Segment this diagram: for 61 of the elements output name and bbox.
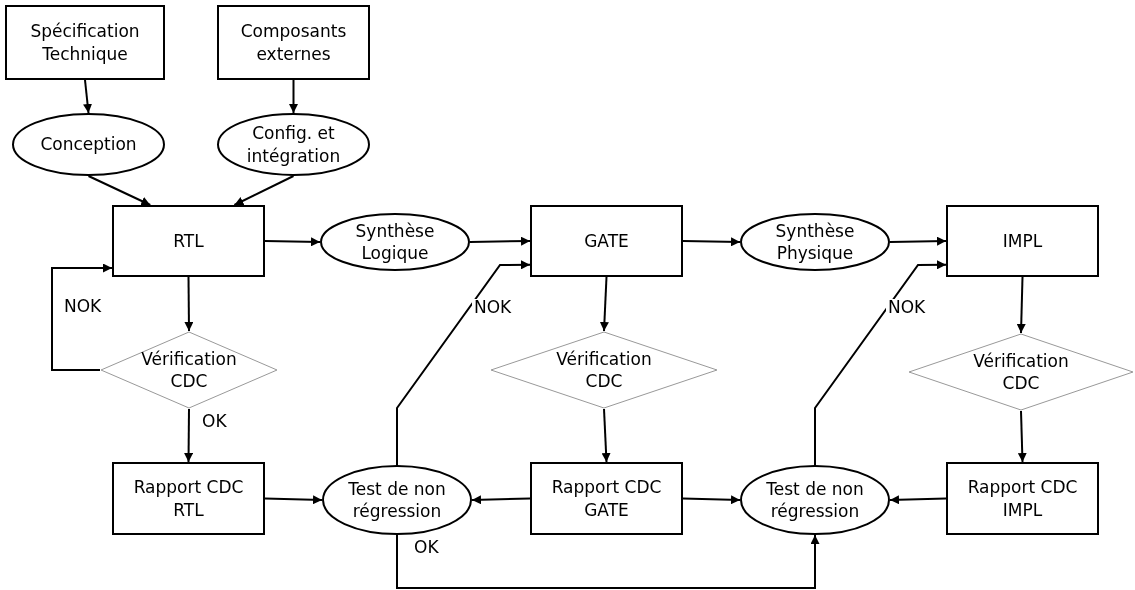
arrow [289,79,298,114]
node-label: Synthèse Logique [354,219,436,265]
arrow [233,175,295,206]
arrow [87,175,152,206]
arrow [264,495,323,505]
arrow [184,408,194,463]
process-ellipse [740,213,890,271]
process-ellipse [740,465,890,535]
node-label: Vérification CDC [140,347,238,393]
process-box [5,5,165,80]
node-label: Vérification CDC [555,347,653,393]
node-label: Test de non régression [765,477,865,523]
arrow [682,495,741,505]
process-box [112,205,265,277]
edge-label: NOK [62,298,104,315]
arrow [264,237,321,247]
process-box [946,205,1099,277]
node-label: Vérification CDC [972,349,1070,395]
process-box [112,462,265,535]
node-label: Rapport CDC IMPL [966,476,1079,521]
node-label: Spécification Technique [29,20,141,65]
edge-label: NOK [886,299,928,316]
decision-diamond [100,331,278,409]
arrow [601,408,611,463]
arrow [469,236,531,246]
node-label: IMPL [1001,229,1044,253]
arrow [599,276,609,332]
arrow [889,236,947,246]
arrow [396,260,531,466]
process-box [946,462,1099,535]
node-label: Conception [39,133,138,156]
process-box [217,5,370,80]
process-ellipse [12,113,165,176]
arrow [1017,410,1027,463]
process-ellipse [217,113,370,176]
arrow [1016,276,1026,334]
process-ellipse [322,465,472,535]
edge-label: OK [412,539,441,556]
node-label: RTL [172,229,205,253]
arrow [396,534,820,589]
process-box [530,462,683,535]
arrow [83,79,93,114]
node-label: GATE [583,229,630,253]
decision-diamond [490,331,718,409]
arrow [814,260,947,466]
node-label: Composants externes [239,20,348,65]
edge-label: NOK [472,299,514,316]
arrow [682,237,741,247]
arrow [184,276,194,332]
arrow [51,263,113,371]
process-ellipse [320,213,470,271]
edge-label: OK [200,413,229,430]
arrow [889,495,947,505]
node-label: Rapport CDC GATE [550,476,663,521]
node-label: Config. et intégration [245,122,342,167]
node-label: Synthèse Physique [774,219,856,265]
process-box [530,205,683,277]
decision-diamond [908,333,1134,411]
node-label: Test de non régression [347,477,447,523]
node-label: Rapport CDC RTL [132,476,245,521]
arrow [471,495,531,505]
